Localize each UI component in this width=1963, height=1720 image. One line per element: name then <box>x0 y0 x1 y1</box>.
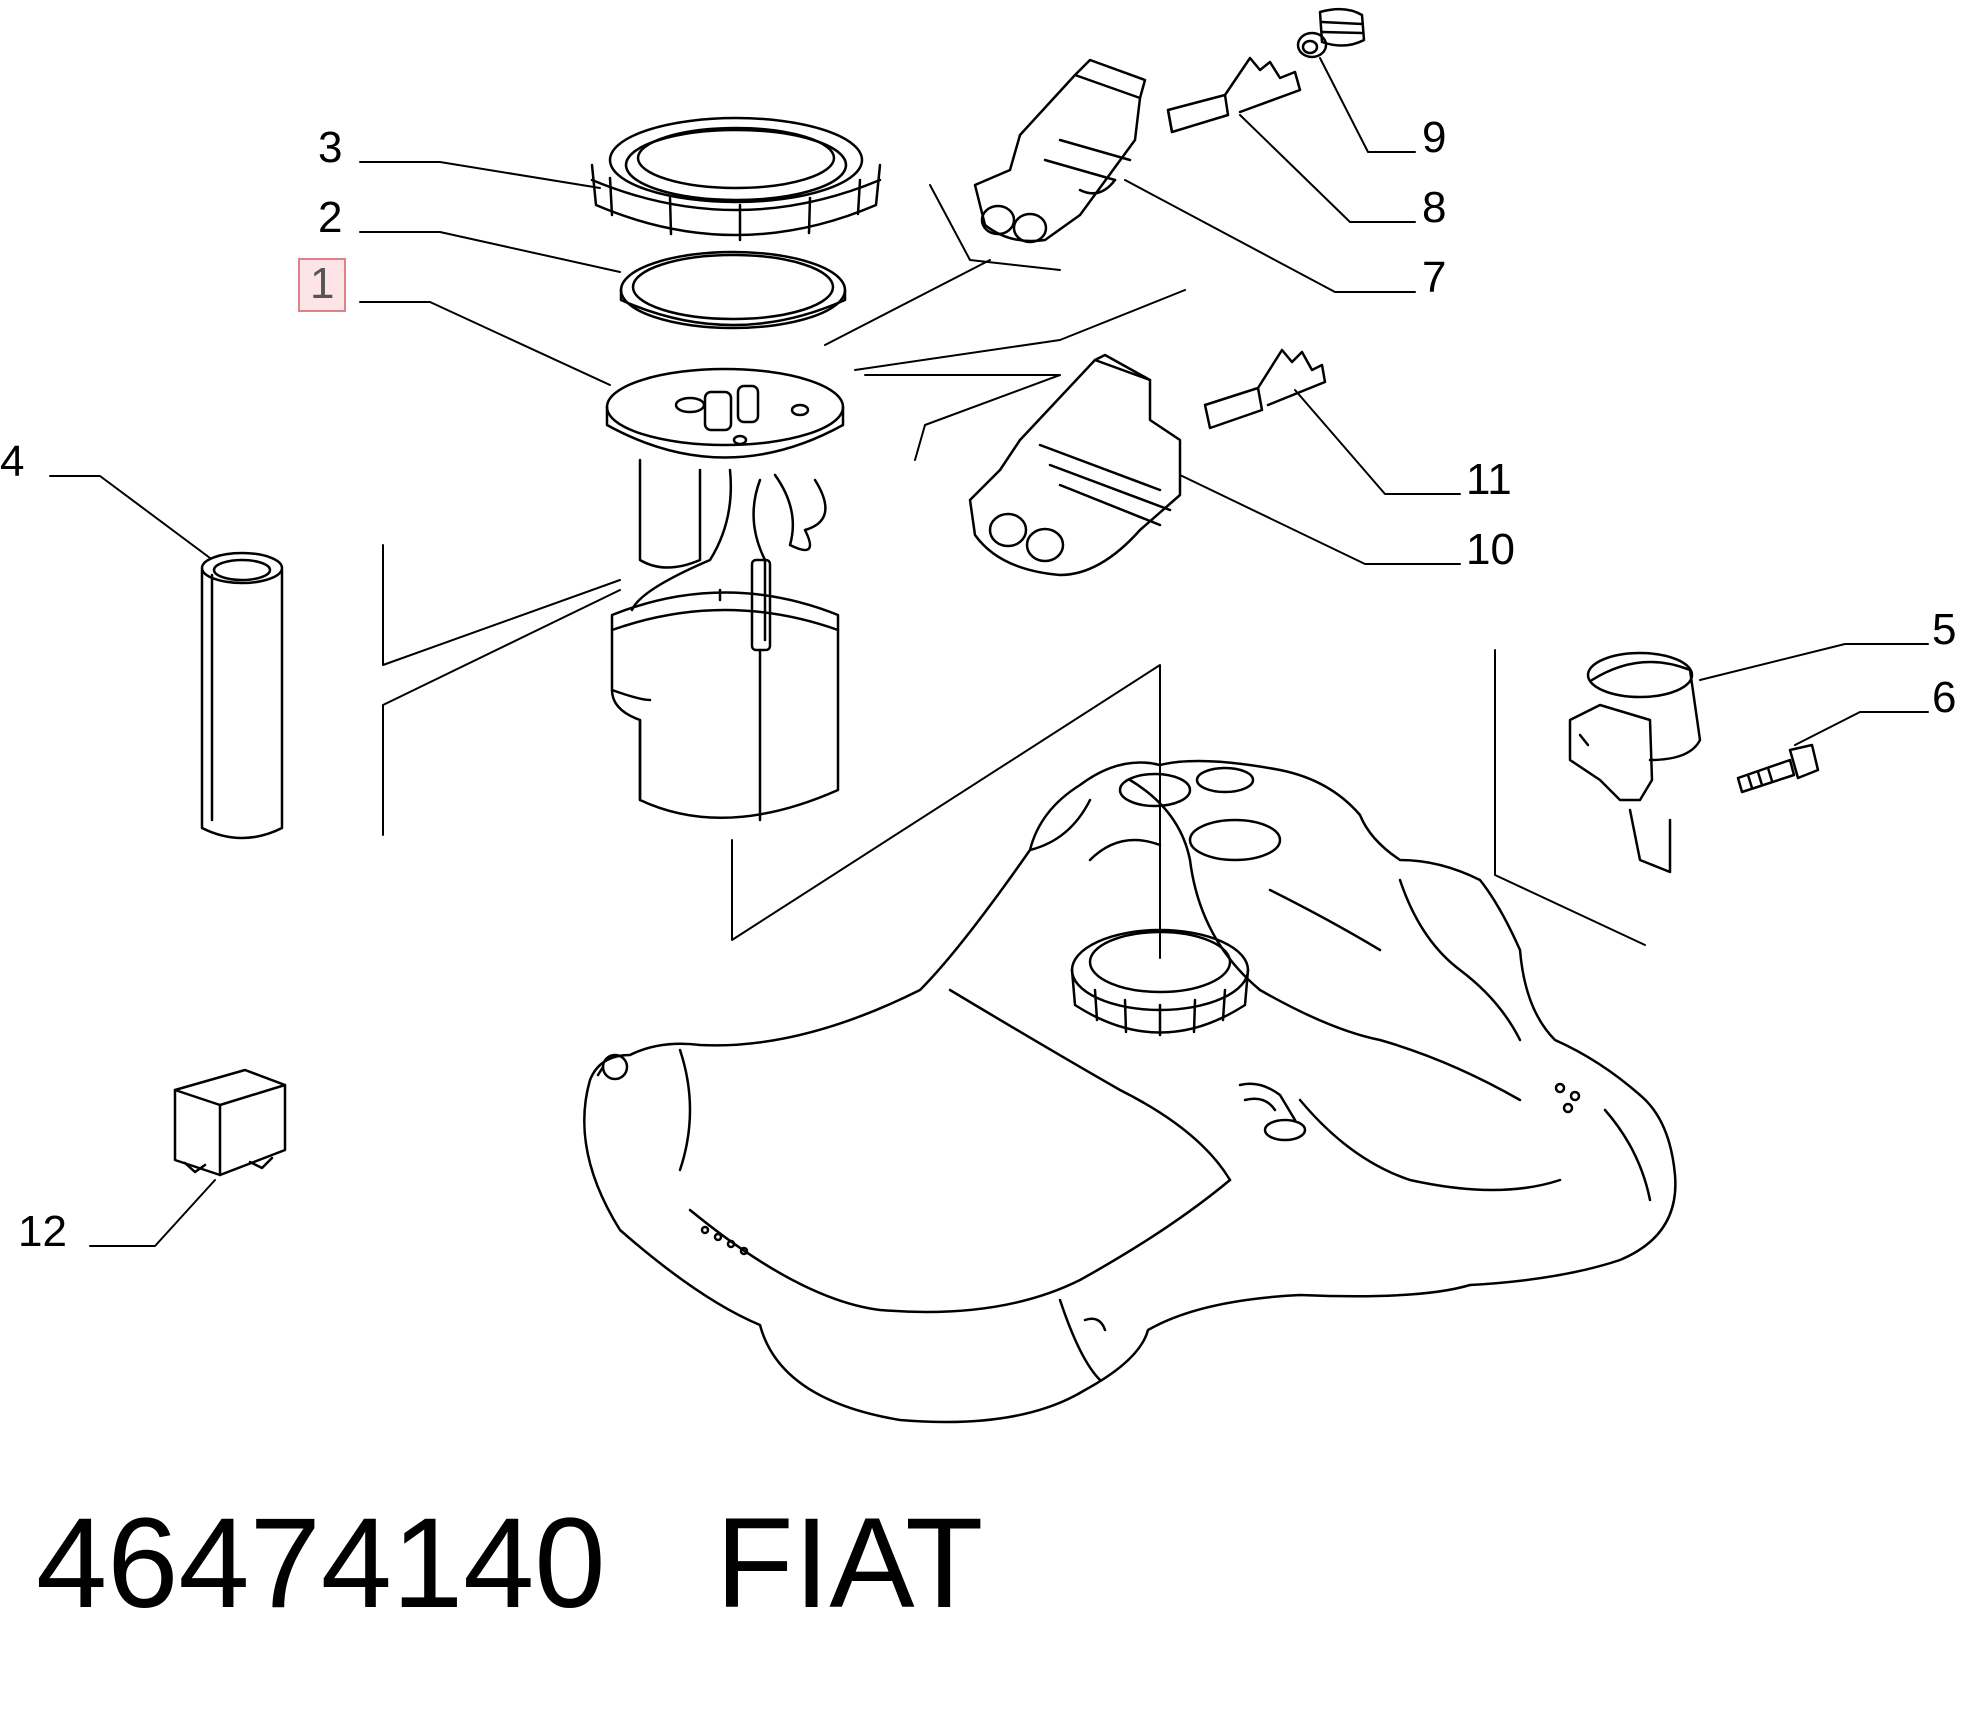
bolt-part-6 <box>1738 745 1818 792</box>
leader-11 <box>1295 390 1460 494</box>
leader-5 <box>1700 644 1928 680</box>
callout-9[interactable]: 9 <box>1422 113 1447 162</box>
part-number: 46474140 <box>36 1492 606 1635</box>
leader-3 <box>360 162 600 188</box>
terminal-part-8 <box>1168 58 1300 132</box>
callout-5[interactable]: 5 <box>1932 605 1957 654</box>
callout-10[interactable]: 10 <box>1466 525 1515 574</box>
leader-2 <box>360 232 620 272</box>
leader-6 <box>1795 712 1928 745</box>
terminal-part-11 <box>1205 350 1325 428</box>
connector-part-10 <box>970 355 1180 575</box>
fuel-pump-module-part-1 <box>607 369 843 820</box>
relay-part-12 <box>175 1070 285 1175</box>
leader-8 <box>1240 115 1415 222</box>
leader-4 <box>50 476 210 558</box>
callout-1[interactable]: 1 <box>298 258 347 312</box>
valve-part-5 <box>1570 653 1700 872</box>
leader-12 <box>90 1180 215 1246</box>
callout-11[interactable]: 11 <box>1466 455 1512 504</box>
callout-3[interactable]: 3 <box>318 123 343 172</box>
brand-name: FIAT <box>715 1492 984 1635</box>
callout-12[interactable]: 12 <box>18 1207 67 1256</box>
assembly-brackets <box>383 185 1645 958</box>
leader-7 <box>1125 180 1415 292</box>
callout-2[interactable]: 2 <box>318 193 343 242</box>
lock-ring-part-3 <box>592 118 880 240</box>
leader-lines <box>50 58 1928 1246</box>
callout-4[interactable]: 4 <box>0 437 25 486</box>
plug-part-9 <box>1298 9 1364 57</box>
fuel-tank <box>584 761 1675 1422</box>
callout-8[interactable]: 8 <box>1422 183 1447 232</box>
connector-part-7 <box>975 60 1145 242</box>
callout-6[interactable]: 6 <box>1932 673 1957 722</box>
leader-1 <box>360 302 610 385</box>
seal-part-2 <box>621 252 845 328</box>
tube-part-4 <box>202 553 282 838</box>
callout-7[interactable]: 7 <box>1422 253 1447 302</box>
leader-9 <box>1320 58 1415 152</box>
leader-10 <box>1180 475 1460 564</box>
